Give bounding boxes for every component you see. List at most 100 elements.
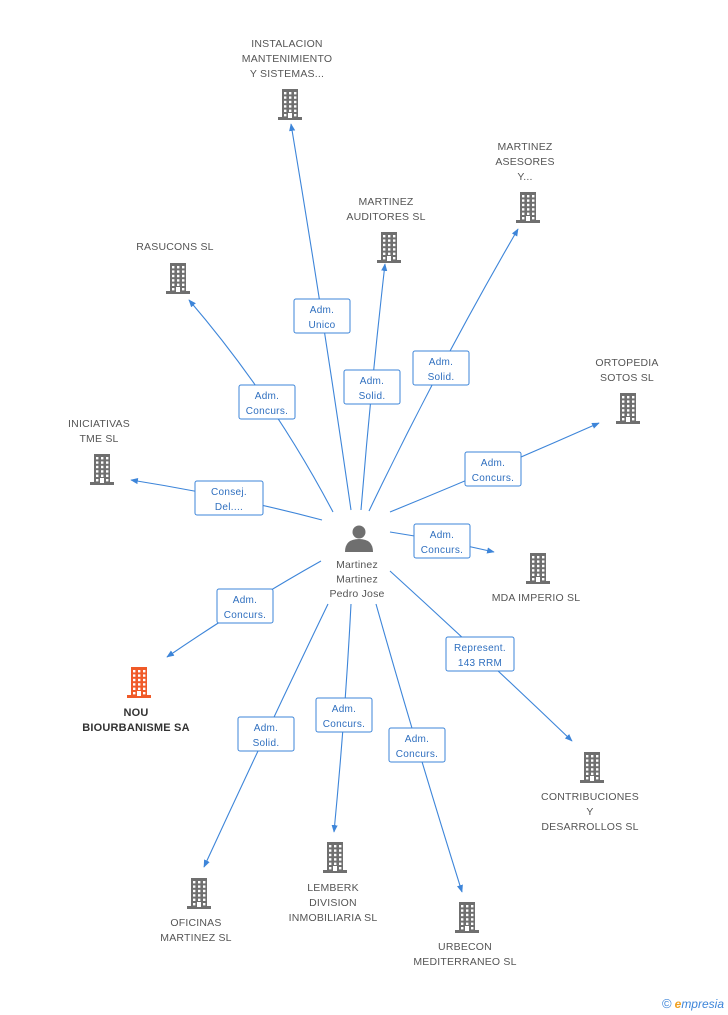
relation-label-nou[interactable]: Adm. Concurs. xyxy=(216,588,274,624)
company-name-line: OFICINAS xyxy=(170,917,221,929)
relation-label-martinez-asesores[interactable]: Adm. Solid. xyxy=(412,350,470,386)
edge-martinez-asesores[interactable]: Adm. Solid. xyxy=(368,228,519,512)
building-icon xyxy=(516,192,540,223)
company-name-line: MEDITERRANEO SL xyxy=(413,956,516,968)
company-node-instalacion[interactable]: INSTALACION MANTENIMIENTO Y SISTEMAS... xyxy=(242,38,333,120)
company-name-line: NOU xyxy=(123,707,148,719)
relation-label-line: Represent. xyxy=(454,643,506,654)
relation-label-line: Unico xyxy=(308,320,335,331)
company-name-line: MDA IMPERIO SL xyxy=(492,592,581,604)
relation-label-line: Adm. xyxy=(430,530,455,541)
relation-label-mda[interactable]: Adm. Concurs. xyxy=(413,523,471,559)
building-icon xyxy=(166,263,190,294)
edge-instalacion[interactable]: Adm. Unico xyxy=(289,123,352,511)
relation-label-line: Adm. xyxy=(332,704,357,715)
relation-label-line: Concurs. xyxy=(421,545,463,556)
company-name-line: LEMBERK xyxy=(307,882,359,894)
relation-label-line: Adm. xyxy=(481,458,506,469)
company-name-line: MARTINEZ SL xyxy=(160,932,231,944)
company-name-line: CONTRIBUCIONES xyxy=(541,791,639,803)
relation-label-line: Adm. xyxy=(310,305,335,316)
relation-label-lemberk[interactable]: Adm.Concurs. xyxy=(315,697,373,733)
company-node-ortopedia[interactable]: ORTOPEDIA SOTOS SL xyxy=(595,357,658,424)
company-node-nou[interactable]: NOU BIOURBANISME SA xyxy=(82,667,190,734)
company-name-line: INMOBILIARIA SL xyxy=(289,912,378,924)
building-icon xyxy=(526,553,550,584)
building-icon xyxy=(377,232,401,263)
relation-label-line: 143 RRM xyxy=(458,658,502,669)
brand-logo-e: e xyxy=(674,997,682,1011)
relation-label-urbecon[interactable]: Adm. Concurs. xyxy=(388,727,446,763)
copyright-symbol: © xyxy=(662,996,672,1011)
edge-contribuciones[interactable]: Represent. 143 RRM xyxy=(389,570,573,742)
relation-label-line: Adm. xyxy=(254,723,279,734)
company-name-line: ORTOPEDIA xyxy=(595,357,658,369)
relation-label-line: Adm. xyxy=(255,391,280,402)
relation-label-line: Solid. xyxy=(428,372,455,383)
edge-martinez-auditores[interactable]: Adm. Solid. xyxy=(343,263,401,511)
company-name-line: ASESORES xyxy=(495,156,554,168)
company-name-line: TME SL xyxy=(79,433,118,445)
relation-label-line: Adm. xyxy=(233,595,258,606)
building-icon xyxy=(323,842,347,873)
empresia-watermark: ©empresia xyxy=(662,996,724,1011)
building-icon xyxy=(278,89,302,120)
building-icon xyxy=(127,667,151,698)
building-icon xyxy=(455,902,479,933)
edge-urbecon[interactable]: Adm. Concurs. xyxy=(375,603,463,893)
relation-label-line: Solid. xyxy=(359,391,386,402)
edge-lemberk[interactable]: Adm.Concurs. xyxy=(315,603,373,833)
relation-label-martinez-auditores[interactable]: Adm. Solid. xyxy=(343,369,401,405)
relation-label-instalacion[interactable]: Adm. Unico xyxy=(293,298,351,334)
edge-mda[interactable]: Adm. Concurs. xyxy=(389,523,495,559)
company-node-rasucons[interactable]: RASUCONS SL xyxy=(136,241,214,294)
company-name-line: Y... xyxy=(517,171,532,183)
company-name-line: INSTALACION xyxy=(251,38,322,50)
edge-oficinas[interactable]: Adm. Solid. xyxy=(203,603,329,868)
relation-label-line: Adm. xyxy=(429,357,454,368)
company-name-line: Y SISTEMAS... xyxy=(250,68,324,80)
relation-label-line: Concurs. xyxy=(396,749,438,760)
relation-label-iniciativas[interactable]: Consej. Del.... xyxy=(194,480,264,516)
relation-label-line: Adm. xyxy=(405,734,430,745)
company-name-line: INICIATIVAS xyxy=(68,418,130,430)
company-node-lemberk[interactable]: LEMBERK DIVISION INMOBILIARIA SL xyxy=(289,842,378,924)
edge-nou[interactable]: Adm. Concurs. xyxy=(166,560,322,658)
building-icon xyxy=(616,393,640,424)
relation-label-line: Del.... xyxy=(215,502,243,513)
person-name-line: Pedro Jose xyxy=(329,588,384,600)
relation-label-contribuciones[interactable]: Represent. 143 RRM xyxy=(445,636,515,672)
relation-label-oficinas[interactable]: Adm. Solid. xyxy=(237,716,295,752)
edge-iniciativas[interactable]: Consej. Del.... xyxy=(130,478,323,521)
relation-label-line: Consej. xyxy=(211,487,247,498)
person-name-line: Martinez xyxy=(336,559,378,571)
person-icon xyxy=(345,525,373,552)
company-name-line: MARTINEZ xyxy=(358,196,413,208)
company-name-line: BIOURBANISME SA xyxy=(82,722,190,734)
company-name-line: DESARROLLOS SL xyxy=(541,821,638,833)
company-node-iniciativas[interactable]: INICIATIVAS TME SL xyxy=(68,418,130,485)
relation-label-line: Solid. xyxy=(253,738,280,749)
relation-label-line: Concurs. xyxy=(472,473,514,484)
company-node-oficinas[interactable]: OFICINAS MARTINEZ SL xyxy=(160,878,232,944)
relation-label-ortopedia[interactable]: Adm. Concurs. xyxy=(464,451,522,487)
company-name-line: SOTOS SL xyxy=(600,372,654,384)
relation-label-line: Concurs. xyxy=(224,610,266,621)
edge-ortopedia[interactable]: Adm. Concurs. xyxy=(389,422,600,513)
company-node-martinez-asesores[interactable]: MARTINEZASESORESY... xyxy=(495,141,554,223)
building-icon xyxy=(90,454,114,485)
company-node-martinez-auditores[interactable]: MARTINEZ AUDITORES SL xyxy=(346,196,425,263)
building-icon xyxy=(187,878,211,909)
building-icon xyxy=(580,752,604,783)
company-node-mda[interactable]: MDA IMPERIO SL xyxy=(492,553,581,604)
company-name-line: RASUCONS SL xyxy=(136,241,213,253)
company-name-line: AUDITORES SL xyxy=(346,211,425,223)
company-name-line: MANTENIMIENTO xyxy=(242,53,333,65)
relation-label-line: Adm. xyxy=(360,376,385,387)
relation-label-rasucons[interactable]: Adm.Concurs. xyxy=(238,384,296,420)
company-name-line: DIVISION xyxy=(309,897,357,909)
edge-rasucons[interactable]: Adm.Concurs. xyxy=(188,299,334,513)
